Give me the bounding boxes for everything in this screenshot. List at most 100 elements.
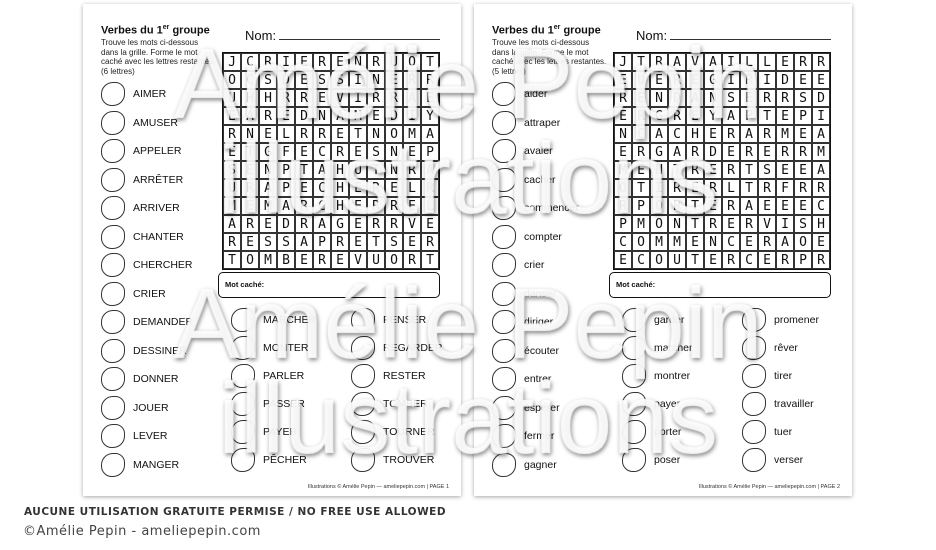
grid-cell[interactable]: N <box>367 125 385 143</box>
grid-cell[interactable]: E <box>794 71 812 89</box>
grid-cell[interactable]: I <box>722 71 740 89</box>
grid-cell[interactable]: U <box>223 89 241 107</box>
grid-cell[interactable]: O <box>223 71 241 89</box>
grid-cell[interactable]: F <box>277 143 295 161</box>
grid-cell[interactable]: A <box>812 161 830 179</box>
grid-cell[interactable]: L <box>758 53 776 71</box>
grid-cell[interactable]: N <box>385 143 403 161</box>
grid-cell[interactable]: R <box>295 89 313 107</box>
grid-cell[interactable]: E <box>704 197 722 215</box>
grid-cell[interactable]: M <box>614 161 632 179</box>
grid-cell[interactable]: N <box>367 71 385 89</box>
grid-cell[interactable]: D <box>277 71 295 89</box>
grid-cell[interactable]: V <box>349 251 367 269</box>
grid-cell[interactable]: N <box>259 161 277 179</box>
grid-cell[interactable]: R <box>686 161 704 179</box>
grid-cell[interactable]: E <box>686 233 704 251</box>
grid-cell[interactable]: R <box>385 215 403 233</box>
grid-cell[interactable]: M <box>223 197 241 215</box>
grid-cell[interactable]: E <box>313 89 331 107</box>
grid-cell[interactable]: C <box>632 251 650 269</box>
grid-cell[interactable]: R <box>313 53 331 71</box>
grid-cell[interactable]: E <box>241 233 259 251</box>
grid-cell[interactable]: T <box>632 179 650 197</box>
grid-cell[interactable]: Y <box>421 107 439 125</box>
grid-cell[interactable]: A <box>241 107 259 125</box>
grid-cell[interactable]: R <box>758 179 776 197</box>
grid-cell[interactable]: R <box>686 143 704 161</box>
grid-cell[interactable]: R <box>295 197 313 215</box>
grid-cell[interactable]: E <box>686 107 704 125</box>
grid-cell[interactable]: S <box>367 143 385 161</box>
name-line[interactable] <box>279 39 440 40</box>
grid-cell[interactable]: R <box>812 53 830 71</box>
grid-cell[interactable]: C <box>313 179 331 197</box>
grid-cell[interactable]: R <box>367 197 385 215</box>
grid-cell[interactable]: E <box>812 71 830 89</box>
grid-cell[interactable]: R <box>367 179 385 197</box>
grid-cell[interactable]: U <box>223 179 241 197</box>
grid-cell[interactable]: C <box>668 125 686 143</box>
grid-cell[interactable]: R <box>704 179 722 197</box>
name-line[interactable] <box>670 39 831 40</box>
grid-cell[interactable]: N <box>385 161 403 179</box>
grid-cell[interactable]: E <box>241 161 259 179</box>
grid-cell[interactable]: O <box>403 53 421 71</box>
grid-cell[interactable]: E <box>758 143 776 161</box>
grid-cell[interactable]: R <box>758 125 776 143</box>
grid-cell[interactable]: R <box>421 233 439 251</box>
grid-cell[interactable]: A <box>668 53 686 71</box>
grid-cell[interactable]: I <box>349 71 367 89</box>
grid-cell[interactable]: P <box>277 161 295 179</box>
grid-cell[interactable]: H <box>241 89 259 107</box>
grid-cell[interactable]: R <box>313 125 331 143</box>
grid-cell[interactable]: J <box>614 53 632 71</box>
grid-cell[interactable]: T <box>740 161 758 179</box>
grid-cell[interactable]: T <box>223 251 241 269</box>
grid-cell[interactable]: L <box>740 53 758 71</box>
grid-cell[interactable]: P <box>421 143 439 161</box>
grid-cell[interactable]: E <box>614 251 632 269</box>
grid-cell[interactable]: H <box>331 179 349 197</box>
grid-cell[interactable]: M <box>812 143 830 161</box>
grid-cell[interactable]: C <box>812 197 830 215</box>
grid-cell[interactable]: C <box>614 233 632 251</box>
grid-cell[interactable]: T <box>686 197 704 215</box>
grid-cell[interactable]: C <box>632 125 650 143</box>
grid-cell[interactable]: E <box>776 53 794 71</box>
grid-cell[interactable]: E <box>367 107 385 125</box>
grid-cell[interactable]: I <box>349 89 367 107</box>
grid-cell[interactable]: N <box>650 161 668 179</box>
grid-cell[interactable]: G <box>650 107 668 125</box>
grid-cell[interactable]: R <box>794 53 812 71</box>
grid-cell[interactable]: G <box>650 143 668 161</box>
grid-cell[interactable]: E <box>776 197 794 215</box>
grid-cell[interactable]: E <box>686 71 704 89</box>
grid-cell[interactable]: S <box>277 233 295 251</box>
grid-cell[interactable]: R <box>794 143 812 161</box>
grid-cell[interactable]: D <box>277 215 295 233</box>
grid-cell[interactable]: R <box>758 89 776 107</box>
grid-cell[interactable]: R <box>385 197 403 215</box>
grid-cell[interactable]: P <box>740 107 758 125</box>
grid-cell[interactable]: L <box>403 179 421 197</box>
grid-cell[interactable]: R <box>421 179 439 197</box>
grid-cell[interactable]: U <box>367 251 385 269</box>
grid-cell[interactable]: C <box>313 197 331 215</box>
grid-cell[interactable]: A <box>331 107 349 125</box>
grid-cell[interactable]: N <box>614 125 632 143</box>
grid-cell[interactable]: E <box>421 215 439 233</box>
grid-cell[interactable]: N <box>704 233 722 251</box>
grid-cell[interactable]: P <box>632 197 650 215</box>
grid-cell[interactable]: R <box>776 143 794 161</box>
grid-cell[interactable]: A <box>740 125 758 143</box>
grid-cell[interactable]: R <box>632 143 650 161</box>
grid-cell[interactable]: E <box>295 53 313 71</box>
grid-cell[interactable]: E <box>385 71 403 89</box>
grid-cell[interactable]: N <box>313 107 331 125</box>
grid-cell[interactable]: O <box>385 251 403 269</box>
grid-cell[interactable]: T <box>686 251 704 269</box>
grid-cell[interactable]: E <box>349 233 367 251</box>
grid-cell[interactable]: T <box>349 125 367 143</box>
grid-cell[interactable]: E <box>722 143 740 161</box>
